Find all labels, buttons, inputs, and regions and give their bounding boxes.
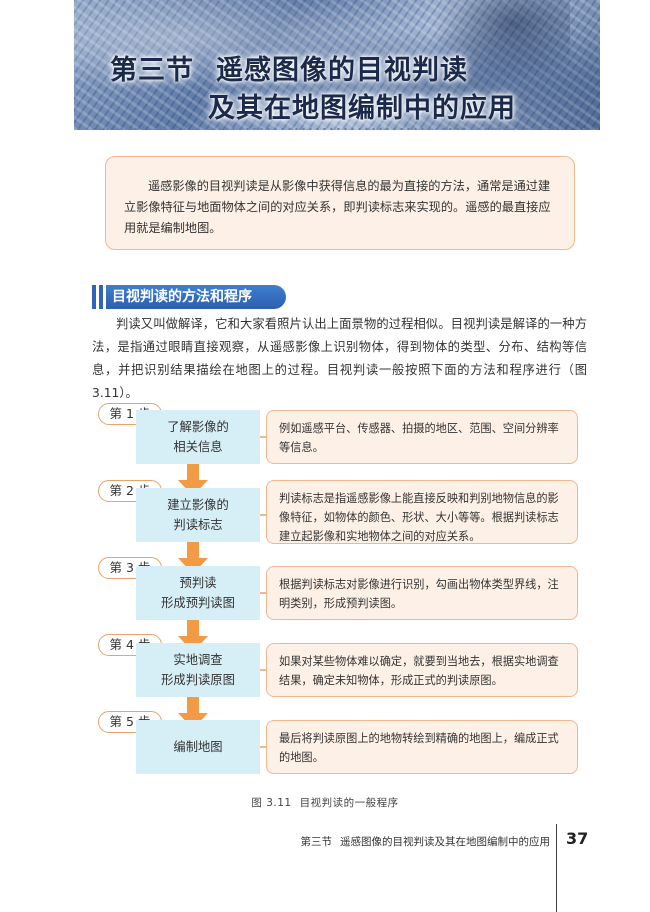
connector [260,592,266,594]
figure-caption: 图 3.11 目视判读的一般程序 [0,795,650,810]
step-description: 例如遥感平台、传感器、拍摄的地区、范围、空间分辨率等信息。 [266,410,578,464]
connector [260,669,266,671]
connector [260,514,266,516]
intro-box: 遥感影像的目视判读是从影像中获得信息的最为直接的方法，通常是通过建立影像特征与地… [105,156,575,250]
step-text: 了解影像的 [167,420,229,434]
section-paragraph: 判读又叫做解译，它和大家看照片认出上面景物的过程相似。目视判读是解译的一种方法，… [92,317,587,400]
figure-title: 目视判读的一般程序 [299,797,399,809]
section-heading: 目视判读的方法和程序 [92,285,286,309]
step-box: 建立影像的 判读标志 [136,488,260,542]
step-box: 编制地图 [136,720,260,774]
step-text: 建立影像的 [167,498,229,512]
page-number: 37 [566,829,589,848]
step-text: 编制地图 [173,740,223,754]
step-description: 如果对某些物体难以确定，就要到当地去，根据实地调查结果，确定未知物体，形成正式的… [266,643,578,697]
title-line-1: 遥感图像的目视判读 [216,55,468,86]
running-footer: 第三节遥感图像的目视判读及其在地图编制中的应用 [250,834,551,849]
step-text: 形成预判读图 [161,596,235,610]
footer-divider [556,824,557,912]
step-text: 预判读 [179,576,217,590]
dotted-divider [76,127,598,131]
heading-bar [92,285,96,309]
step-text: 相关信息 [173,440,223,454]
step-text: 实地调查 [173,653,223,667]
step-box: 预判读 形成预判读图 [136,566,260,620]
title-line-2: 及其在地图编制中的应用 [208,93,516,124]
chapter-title: 第三节遥感图像的目视判读 及其在地图编制中的应用 [110,52,516,128]
section-heading-label: 目视判读的方法和程序 [106,285,286,309]
banner-texture [430,0,570,80]
step-description: 根据判读标志对影像进行识别，勾画出物体类型界线，注明类别，形成预判读图。 [266,566,578,620]
step-text: 形成判读原图 [161,673,235,687]
connector [260,436,266,438]
footer-title: 遥感图像的目视判读及其在地图编制中的应用 [340,836,550,848]
connector [260,746,266,748]
figure-number: 图 3.11 [251,797,292,809]
heading-bar [99,285,103,309]
step-description: 判读标志是指遥感影像上能直接反映和判别地物信息的影像特征，如物体的颜色、形状、大… [266,480,578,544]
section-number: 第三节 [110,55,194,86]
step-box: 实地调查 形成判读原图 [136,643,260,697]
step-box: 了解影像的 相关信息 [136,410,260,464]
footer-section: 第三节 [300,836,333,848]
step-text: 判读标志 [173,518,223,532]
step-description: 最后将判读原图上的地物转绘到精确的地图上，编成正式的地图。 [266,720,578,774]
header-banner [74,0,600,130]
